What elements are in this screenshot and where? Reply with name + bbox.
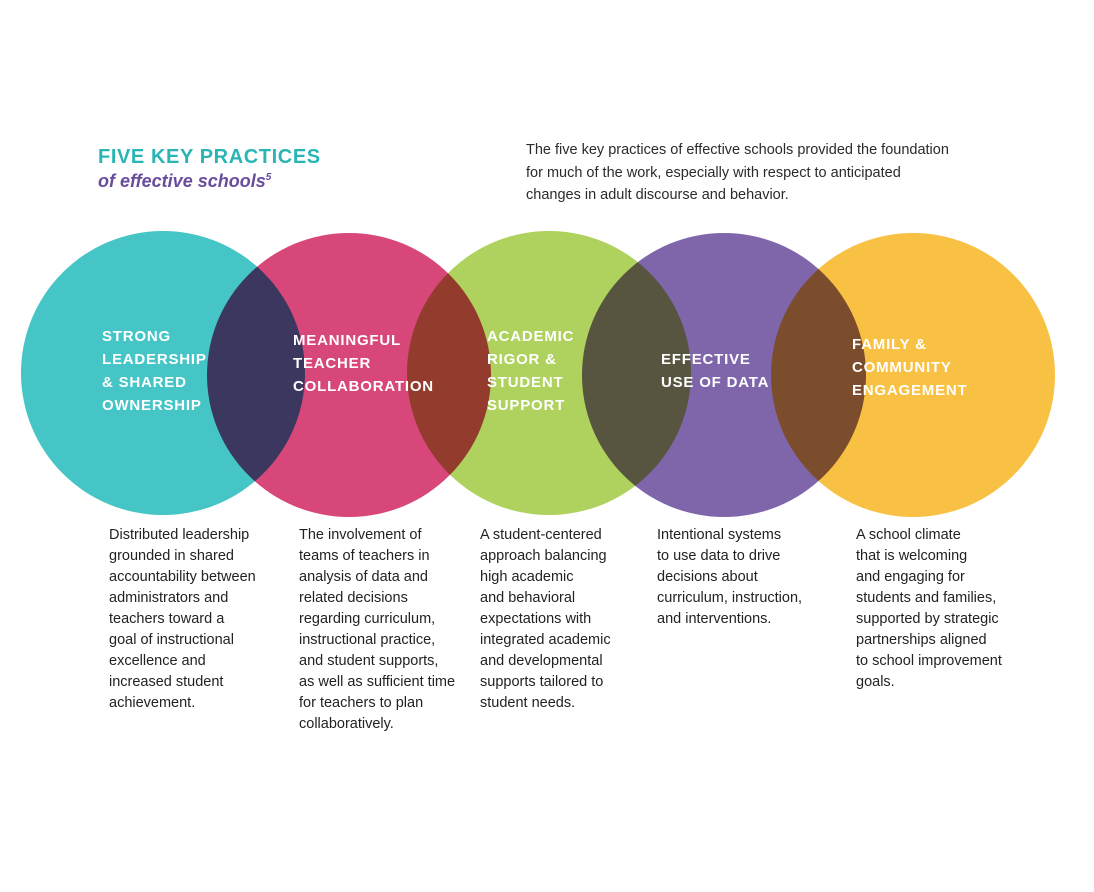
- leadership-label: STRONG LEADERSHIP & SHARED OWNERSHIP: [102, 328, 207, 414]
- diagram-subtitle: of effective schools5: [98, 169, 321, 193]
- family-description: A school climate that is welcoming and e…: [856, 527, 1002, 690]
- collaboration-label: MEANINGFUL TEACHER COLLABORATION: [293, 332, 434, 395]
- footnote-marker: 5: [265, 172, 272, 183]
- intro-paragraph: The five key practices of effective scho…: [526, 142, 949, 203]
- data-label: EFFECTIVE USE OF DATA: [661, 351, 770, 391]
- leadership-description: Distributed leadership grounded in share…: [109, 527, 256, 711]
- family-circle: [771, 233, 1055, 517]
- data-description: Intentional systems to use data to drive…: [657, 527, 803, 627]
- diagram-title: FIVE KEY PRACTICES: [98, 146, 321, 168]
- rigor-description: A student-centered approach balancing hi…: [480, 527, 611, 711]
- title-block: FIVE KEY PRACTICES of effective schools5: [98, 145, 321, 193]
- family-label: FAMILY & COMMUNITY ENGAGEMENT: [852, 336, 968, 399]
- collaboration-description: The involvement of teams of teachers in …: [299, 527, 456, 732]
- rigor-label: ACADEMIC RIGOR & STUDENT SUPPORT: [487, 328, 575, 414]
- subtitle-text: of effective schools: [98, 171, 266, 191]
